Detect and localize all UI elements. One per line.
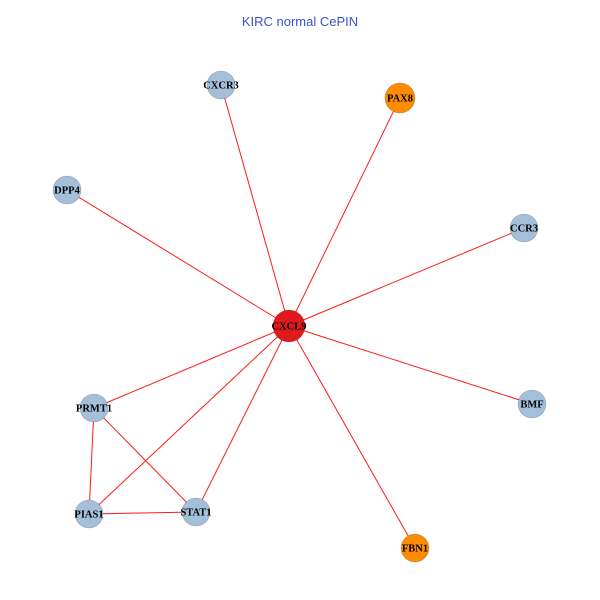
node-fbn1 — [400, 533, 430, 563]
node-prmt1 — [79, 393, 109, 423]
edge-CXCL9-PAX8 — [288, 97, 401, 327]
node-stat1 — [181, 497, 211, 527]
node-dpp4 — [52, 175, 82, 205]
edge-CXCL9-CCR3 — [288, 227, 525, 327]
node-pax8 — [384, 82, 416, 114]
edge-PIAS1-STAT1 — [88, 511, 197, 515]
node-pias1 — [74, 499, 104, 529]
node-ccr3 — [509, 213, 539, 243]
edge-CXCL9-CXCR3 — [220, 84, 290, 327]
edge-PRMT1-PIAS1 — [88, 407, 95, 515]
node-cxcr3 — [206, 70, 236, 100]
edge-PRMT1-STAT1 — [93, 407, 197, 513]
edge-CXCL9-STAT1 — [195, 325, 290, 513]
edge-CXCL9-FBN1 — [288, 325, 416, 549]
edges-layer — [66, 84, 533, 549]
node-bmf — [517, 389, 547, 419]
edge-CXCL9-DPP4 — [66, 189, 290, 327]
node-cxcl9 — [272, 309, 306, 343]
edge-CXCL9-BMF — [288, 325, 533, 405]
edge-CXCL9-PIAS1 — [88, 325, 290, 515]
plot-title: KIRC normal CePIN — [242, 14, 358, 29]
edge-CXCL9-PRMT1 — [93, 325, 290, 409]
